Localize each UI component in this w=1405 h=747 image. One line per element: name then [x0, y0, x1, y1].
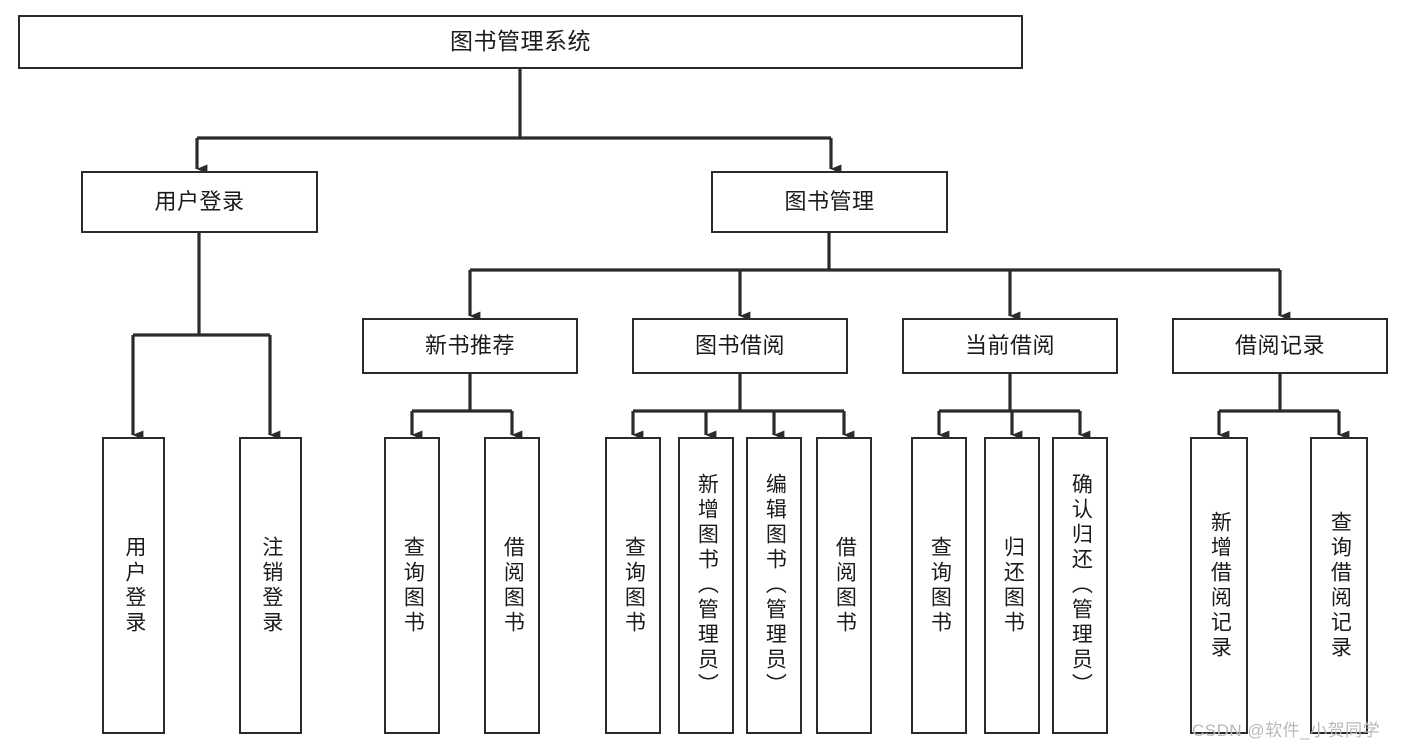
leaf-current-confirm-return-admin[interactable]: 确认归还（管理员）	[1052, 437, 1108, 734]
node-label: 图书借阅	[694, 333, 785, 359]
node-label: 编辑图书（管理员）	[763, 473, 787, 698]
node-label: 当前借阅	[964, 333, 1055, 359]
node-label: 用户登录	[154, 189, 245, 215]
leaf-borrow-add-book-admin[interactable]: 新增图书（管理员）	[678, 437, 734, 734]
leaf-borrow-edit-book-admin[interactable]: 编辑图书（管理员）	[746, 437, 802, 734]
node-label: 确认归还（管理员）	[1069, 473, 1093, 698]
node-label: 查询图书	[928, 535, 952, 636]
leaf-borrow-query-book[interactable]: 查询图书	[605, 437, 661, 734]
leaf-borrow-borrow-book[interactable]: 借阅图书	[816, 437, 872, 734]
node-label: 图书管理系统	[450, 28, 591, 55]
node-label: 查询借阅记录	[1328, 510, 1352, 661]
node-label: 用户登录	[122, 535, 146, 636]
leaf-newbook-borrow-book[interactable]: 借阅图书	[484, 437, 540, 734]
node-label: 查询图书	[401, 535, 425, 636]
node-label: 查询图书	[622, 535, 646, 636]
leaf-current-return-book[interactable]: 归还图书	[984, 437, 1040, 734]
leaf-record-query-record[interactable]: 查询借阅记录	[1310, 437, 1368, 734]
node-label: 新增借阅记录	[1208, 510, 1232, 661]
leaf-current-query-book[interactable]: 查询图书	[911, 437, 967, 734]
leaf-user-login-signin[interactable]: 用户登录	[102, 437, 165, 734]
node-label: 注销登录	[259, 535, 283, 636]
node-book-borrow[interactable]: 图书借阅	[632, 318, 848, 374]
leaf-newbook-query-book[interactable]: 查询图书	[384, 437, 440, 734]
node-label: 借阅图书	[833, 535, 857, 636]
node-root-system[interactable]: 图书管理系统	[18, 15, 1023, 69]
node-label: 图书管理	[784, 189, 875, 215]
node-book-management[interactable]: 图书管理	[711, 171, 948, 233]
node-borrow-record[interactable]: 借阅记录	[1172, 318, 1388, 374]
node-user-login[interactable]: 用户登录	[81, 171, 318, 233]
node-label: 新增图书（管理员）	[695, 473, 719, 698]
leaf-user-login-signout[interactable]: 注销登录	[239, 437, 302, 734]
leaf-record-add-record[interactable]: 新增借阅记录	[1190, 437, 1248, 734]
node-label: 借阅记录	[1234, 333, 1325, 359]
node-new-book-recommend[interactable]: 新书推荐	[362, 318, 578, 374]
node-current-borrow[interactable]: 当前借阅	[902, 318, 1118, 374]
node-label: 归还图书	[1001, 535, 1025, 636]
node-label: 新书推荐	[424, 333, 515, 359]
node-label: 借阅图书	[501, 535, 525, 636]
